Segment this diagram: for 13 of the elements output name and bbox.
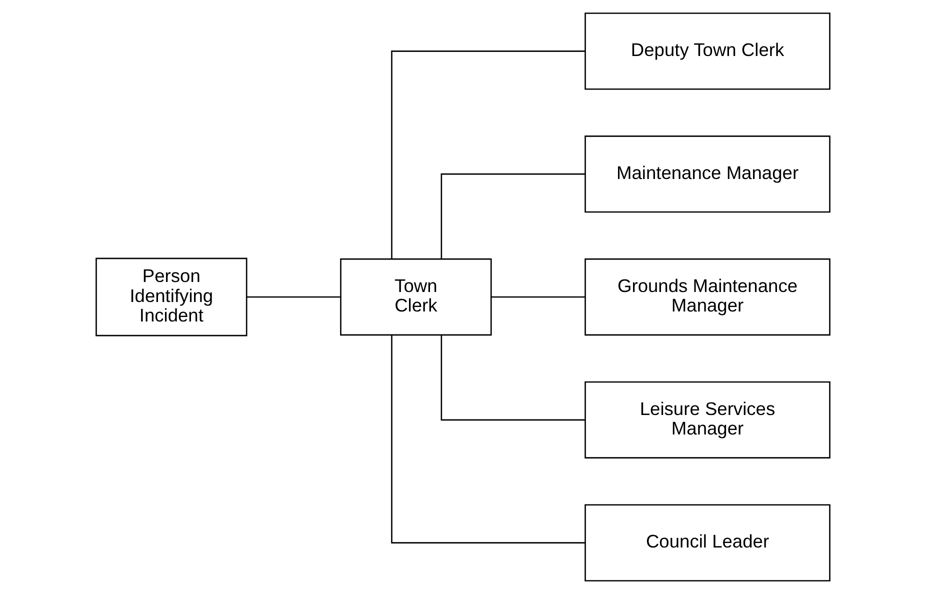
node-box: Grounds Maintenance Manager bbox=[584, 258, 830, 336]
node-box: Leisure Services Manager bbox=[584, 381, 830, 458]
connector bbox=[491, 296, 585, 298]
node-box: Person Identifying Incident bbox=[96, 258, 248, 336]
node-box: Deputy Town Clerk bbox=[584, 12, 830, 90]
node-box: Town Clerk bbox=[340, 258, 492, 336]
node-box: Council Leader bbox=[584, 504, 830, 582]
connector bbox=[440, 173, 585, 259]
connector bbox=[440, 335, 585, 421]
node-box: Maintenance Manager bbox=[584, 136, 830, 213]
connector bbox=[391, 50, 585, 259]
connector bbox=[246, 296, 340, 298]
connector bbox=[391, 335, 585, 544]
